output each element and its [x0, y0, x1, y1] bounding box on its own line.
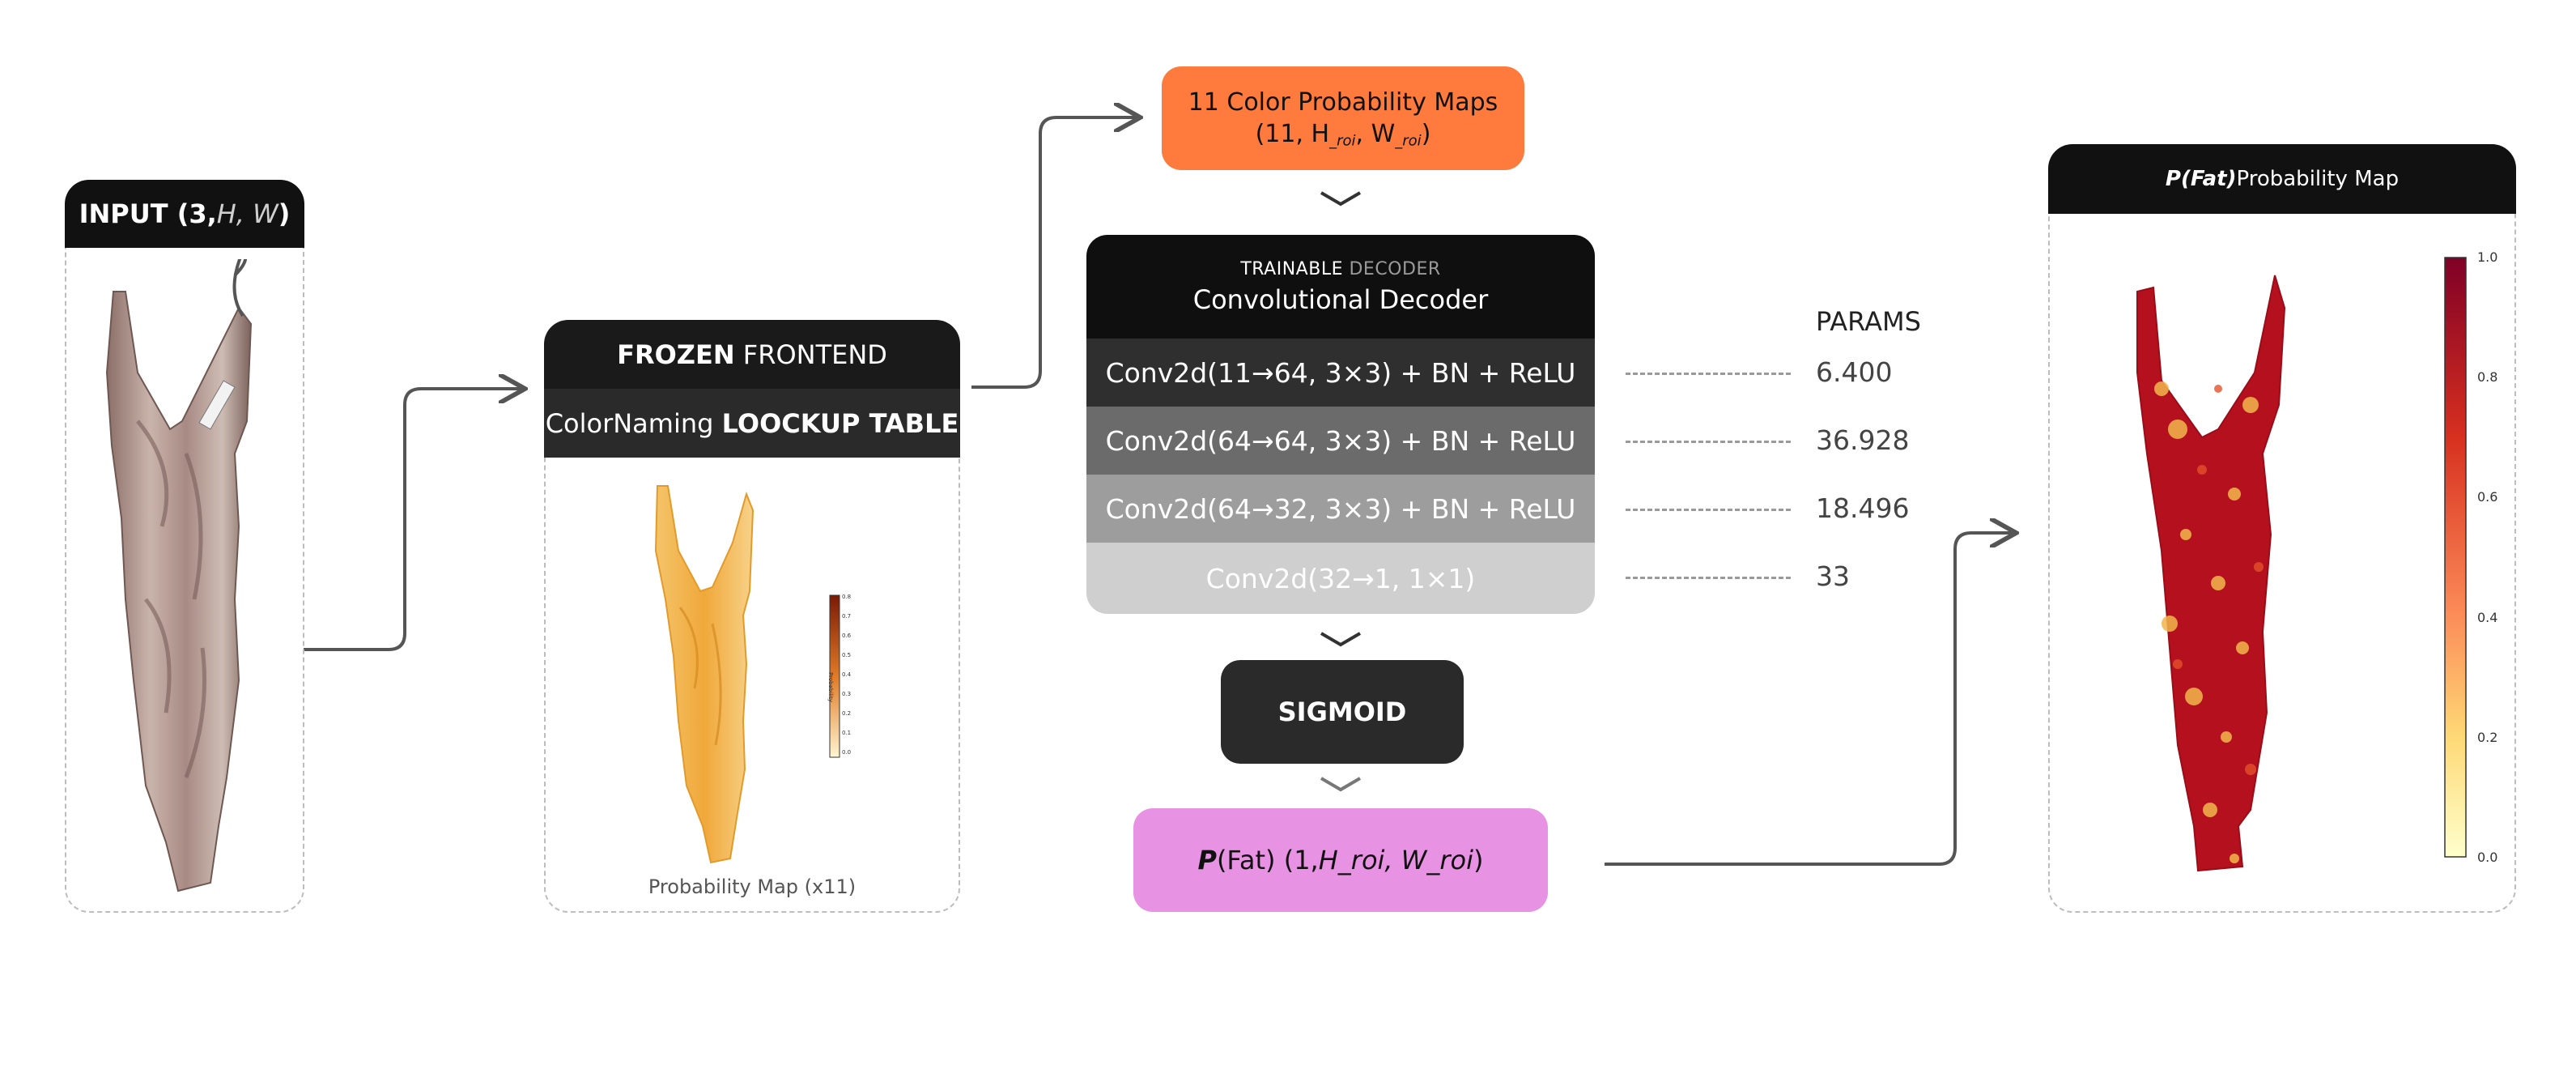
output-box: P(Fat) (1, H_roi, W_roi): [1133, 808, 1548, 912]
tick-label: 0.3: [842, 691, 852, 697]
frontend-colorbar-ticks: 0.8 0.7 0.6 0.5 0.4 0.3 0.2 0.1 0.0: [842, 594, 858, 756]
arrow-frontend-to-maps: [971, 117, 1137, 389]
output-dims: H_roi, W_roi: [1318, 845, 1474, 875]
frontend-header: FROZEN FRONTEND: [544, 320, 960, 389]
result-title-rest: Probability Map: [2236, 167, 2400, 191]
color-probability-map-image: [654, 485, 840, 864]
arrow-output-to-result: [1605, 533, 2013, 866]
trainable-label: TRAINABLE: [1240, 258, 1343, 279]
carcass-photo: [105, 259, 253, 892]
result-colorbar-ticks: 1.0 0.8 0.6 0.4 0.2 0.0: [2477, 249, 2510, 865]
tick-label: 0.8: [842, 594, 852, 600]
result-title-bold: P(Fat): [2165, 167, 2237, 191]
decoder-layer-row: Conv2d(11→64, 3×3) + BN + ReLU: [1086, 339, 1595, 407]
param-leader-line: [1626, 373, 1791, 375]
sigmoid-box: SIGMOID: [1221, 660, 1464, 764]
tick-label: 0.4: [842, 671, 852, 678]
color-maps-box: 11 Color Probability Maps (11, H_roi, W_…: [1162, 66, 1524, 170]
tick-label: 0.2: [2477, 729, 2498, 745]
chevron-down-icon: [1320, 191, 1362, 207]
tick-label: 0.6: [842, 633, 852, 639]
fat-probability-map-image: [2136, 257, 2467, 872]
arrow-input-to-frontend: [304, 389, 522, 651]
tick-label: 0.6: [2477, 489, 2498, 505]
param-value: 33: [1816, 560, 1850, 592]
decoder-layer-row: Conv2d(32→1, 1×1): [1086, 543, 1595, 614]
tick-label: 0.7: [842, 613, 852, 620]
param-value: 6.400: [1816, 356, 1893, 388]
frontend-label: FRONTEND: [742, 339, 887, 370]
input-label-bold: INPUT (3,: [79, 198, 217, 229]
input-header: INPUT (3,H, W): [65, 180, 304, 248]
output-p: P: [1197, 845, 1217, 875]
tick-label: 0.2: [842, 710, 852, 717]
param-value: 18.496: [1816, 492, 1910, 524]
decoder-block: TRAINABLE DECODER Convolutional Decoder: [1086, 235, 1595, 614]
colornaming-label: ColorNaming: [545, 407, 714, 439]
frozen-label: FROZEN: [617, 339, 735, 370]
tick-label: 0.0: [842, 749, 852, 756]
chevron-down-icon: [1320, 632, 1362, 647]
input-label-dims: H, W: [216, 198, 278, 229]
result-header: P(Fat) Probability Map: [2048, 144, 2516, 214]
layer-label: Conv2d(64→32, 3×3) + BN + ReLU: [1105, 492, 1576, 525]
frontend-caption: Probability Map (x11): [648, 875, 857, 898]
param-value: 36.928: [1816, 424, 1910, 456]
layer-label: Conv2d(64→64, 3×3) + BN + ReLU: [1105, 424, 1576, 457]
color-maps-dims: (11, H_roi, W_roi): [1255, 119, 1431, 150]
output-fat: (Fat) (1,: [1216, 845, 1319, 875]
tick-label: 0.1: [842, 730, 852, 736]
chevron-down-icon: [1320, 777, 1362, 792]
tick-label: 1.0: [2477, 249, 2498, 265]
tick-label: 0.4: [2477, 609, 2498, 625]
params-header: PARAMS: [1816, 306, 1921, 337]
param-leader-line: [1626, 509, 1791, 511]
param-leader-line: [1626, 441, 1791, 443]
decoder-layer-row: Conv2d(64→64, 3×3) + BN + ReLU: [1086, 407, 1595, 475]
frontend-colorbar-label: Probability: [827, 672, 834, 703]
output-close: ): [1473, 845, 1484, 875]
decoder-header: TRAINABLE DECODER Convolutional Decoder: [1086, 235, 1595, 339]
layer-label: Conv2d(32→1, 1×1): [1205, 562, 1476, 594]
decoder-layer-row: Conv2d(64→32, 3×3) + BN + ReLU: [1086, 475, 1595, 543]
tick-label: 0.0: [2477, 849, 2498, 865]
input-label-end: ): [278, 198, 291, 229]
tick-label: 0.5: [842, 652, 852, 658]
layer-label: Conv2d(11→64, 3×3) + BN + ReLU: [1105, 356, 1576, 389]
decoder-word: DECODER: [1349, 258, 1441, 279]
param-leader-line: [1626, 577, 1791, 579]
lookup-label: LOOCKUP TABLE: [721, 407, 959, 439]
tick-label: 0.8: [2477, 369, 2498, 386]
lookup-table-header: ColorNaming LOOCKUP TABLE: [544, 389, 960, 458]
decoder-title: Convolutional Decoder: [1192, 283, 1489, 315]
color-maps-title: 11 Color Probability Maps: [1188, 87, 1498, 117]
